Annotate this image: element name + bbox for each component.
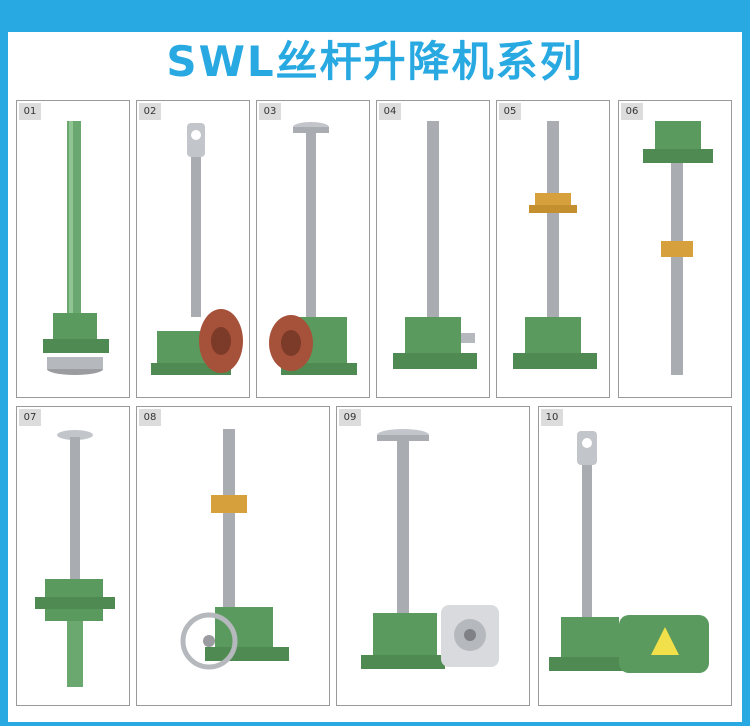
product-number: 03 bbox=[259, 103, 281, 120]
jack-illustration bbox=[513, 121, 597, 369]
jack-illustration bbox=[643, 121, 713, 375]
product-card-04[interactable]: 04 bbox=[376, 100, 490, 398]
jack-illustration bbox=[393, 121, 477, 369]
product-card-06[interactable]: 06 bbox=[618, 100, 732, 398]
jack-illustration bbox=[43, 121, 109, 375]
product-number: 02 bbox=[139, 103, 161, 120]
jack-illustration bbox=[549, 431, 709, 673]
product-number: 05 bbox=[499, 103, 521, 120]
jack-illustration bbox=[151, 123, 243, 375]
product-card-01[interactable]: 01 bbox=[16, 100, 130, 398]
jack-illustration bbox=[180, 429, 289, 670]
product-card-05[interactable]: 05 bbox=[496, 100, 610, 398]
product-number: 01 bbox=[19, 103, 41, 120]
product-card-07[interactable]: 07 bbox=[16, 406, 130, 706]
jack-illustration bbox=[361, 429, 499, 669]
product-number: 08 bbox=[139, 409, 161, 426]
product-number: 07 bbox=[19, 409, 41, 426]
product-number: 04 bbox=[379, 103, 401, 120]
product-number: 09 bbox=[339, 409, 361, 426]
product-card-08[interactable]: 08 bbox=[136, 406, 330, 706]
product-number: 10 bbox=[541, 409, 563, 426]
product-number: 06 bbox=[621, 103, 643, 120]
product-card-02[interactable]: 02 bbox=[136, 100, 250, 398]
jack-illustration bbox=[35, 430, 115, 687]
jack-illustration bbox=[269, 122, 357, 375]
page-title: SWL丝杆升降机系列 bbox=[166, 37, 584, 86]
product-card-03[interactable]: 03 bbox=[256, 100, 370, 398]
product-card-10[interactable]: 10 bbox=[538, 406, 732, 706]
product-card-09[interactable]: 09 bbox=[336, 406, 530, 706]
